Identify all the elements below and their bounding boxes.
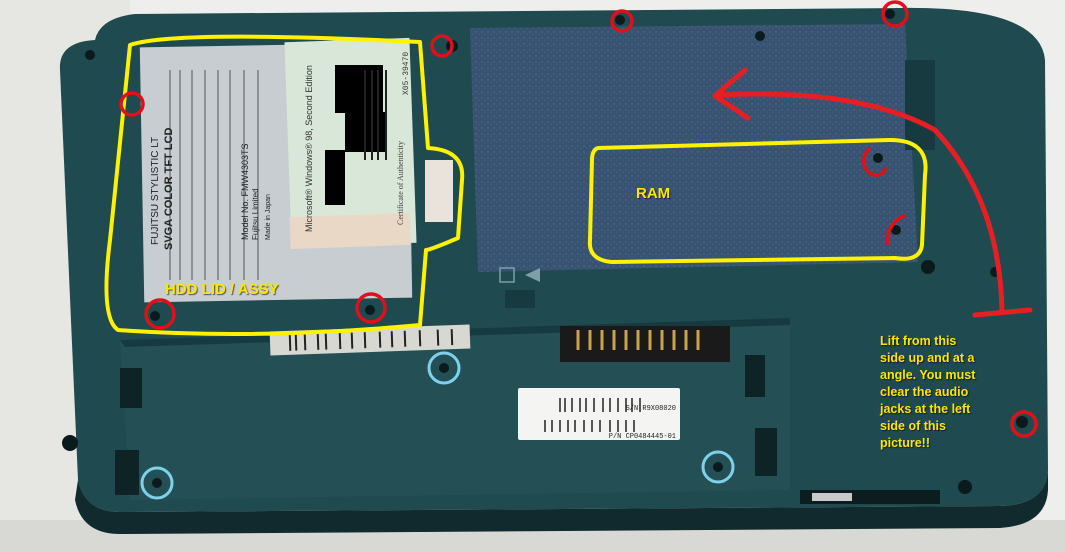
ram-caption: RAM [636, 185, 671, 202]
lift-direction-arrow [717, 91, 1033, 318]
redaction-block [325, 150, 345, 205]
ram-highlight-outline [587, 138, 928, 264]
screw-marker-icon [355, 292, 387, 324]
coa-title-text: Certificate of Authenticity [396, 141, 405, 225]
display-line-text: SVGA COLOR TFT LCD [163, 128, 175, 250]
screw-marker-icon [881, 0, 909, 28]
hdd-highlight-outline [104, 34, 465, 336]
maker-text: Fujitsu Limited [251, 188, 260, 240]
screw-marker-icon [610, 9, 634, 33]
made-in-text: Made in Japan [265, 194, 272, 240]
screw-marker-icon [885, 213, 906, 246]
lock-icon [499, 267, 515, 283]
brand-line-text: FUJITSU STYLISTIC LT [150, 137, 161, 245]
serial-number-text: S/N R9X08020 [626, 405, 676, 413]
chassis-edge [75, 470, 1048, 534]
screw-marker-icon [1010, 410, 1038, 438]
model-number-text: Model No. FMW4303TS [240, 143, 250, 240]
screw-marker-blue-icon [140, 466, 174, 500]
redaction-block [335, 65, 383, 113]
screw-marker-blue-icon [701, 450, 735, 484]
coa-code-text: X05-39470 [402, 52, 411, 95]
screw-marker-icon [144, 298, 176, 330]
screw-marker-icon [430, 34, 454, 58]
screw-marker-blue-icon [427, 351, 461, 385]
battery-connector [560, 326, 730, 362]
screw-marker-icon [119, 91, 145, 117]
arrow-left-icon [525, 268, 540, 282]
arrowhead-icon [712, 67, 751, 121]
small-tag [425, 160, 453, 222]
lift-instructions-caption: Lift from this side up and at a angle. Y… [880, 334, 976, 450]
battery-bay [120, 318, 790, 500]
hdd-lid-caption: HDD LID / ASSY [165, 281, 279, 298]
part-number-text: P/N CP0484445-01 [609, 433, 676, 441]
coa-product-text: Microsoft® Windows® 98, Second Edition [304, 65, 314, 232]
screw-marker-icon [861, 146, 888, 177]
